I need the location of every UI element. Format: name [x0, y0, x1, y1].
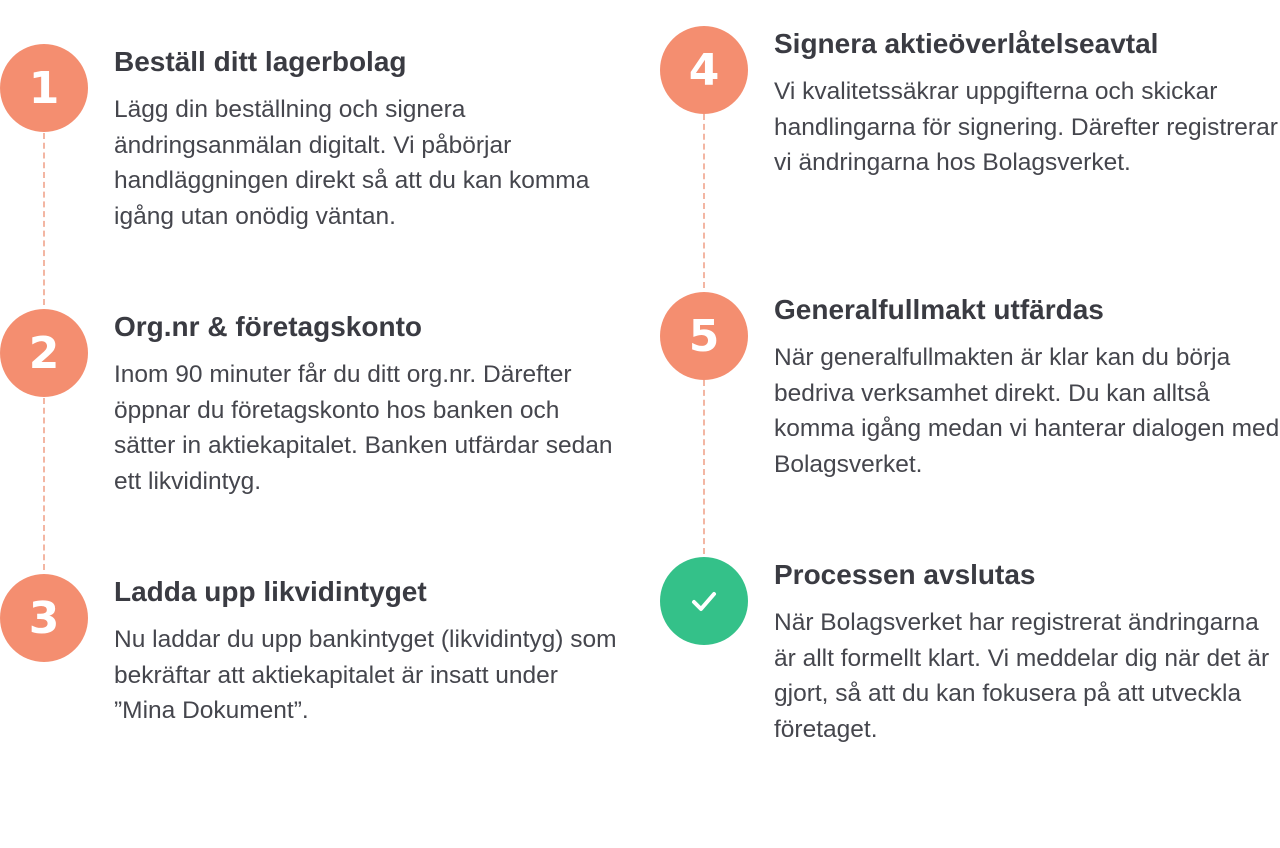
step-number-badge: 1 — [0, 44, 88, 132]
step-title: Signera aktieöverlåtelseavtal — [774, 28, 1159, 59]
timeline-connector — [703, 114, 705, 288]
step-title: Org.nr & företagskonto — [114, 311, 423, 342]
step-number-badge: 5 — [660, 292, 748, 380]
step-number-badge: 3 — [0, 574, 88, 662]
checkmark-icon — [692, 592, 716, 611]
step-title: Beställ ditt lagerbolag — [114, 46, 407, 77]
timeline-connector — [703, 380, 705, 554]
step-title: Generalfullmakt utfärdas — [774, 294, 1104, 325]
step-description: Nu laddar du upp bankintyget (likvidinty… — [114, 626, 617, 724]
step-description: När generalfullmakten är klar kan du bör… — [774, 344, 1280, 478]
timeline-connector — [43, 133, 45, 305]
step-number-badge: 4 — [660, 26, 748, 114]
step-description: Lägg din beställning och signera ändring… — [114, 96, 590, 230]
step-description: Vi kvalitetssäkrar uppgifterna och skick… — [774, 78, 1278, 176]
step-title: Processen avslutas — [774, 559, 1036, 590]
step-description: När Bolagsverket har registrerat ändring… — [774, 609, 1270, 743]
step-number-badge: 2 — [0, 309, 88, 397]
timeline-connector — [43, 398, 45, 570]
step-description: Inom 90 minuter får du ditt org.nr. Däre… — [114, 361, 613, 495]
checkmark-icon — [660, 557, 748, 645]
step-title: Ladda upp likvidintyget — [114, 576, 427, 607]
